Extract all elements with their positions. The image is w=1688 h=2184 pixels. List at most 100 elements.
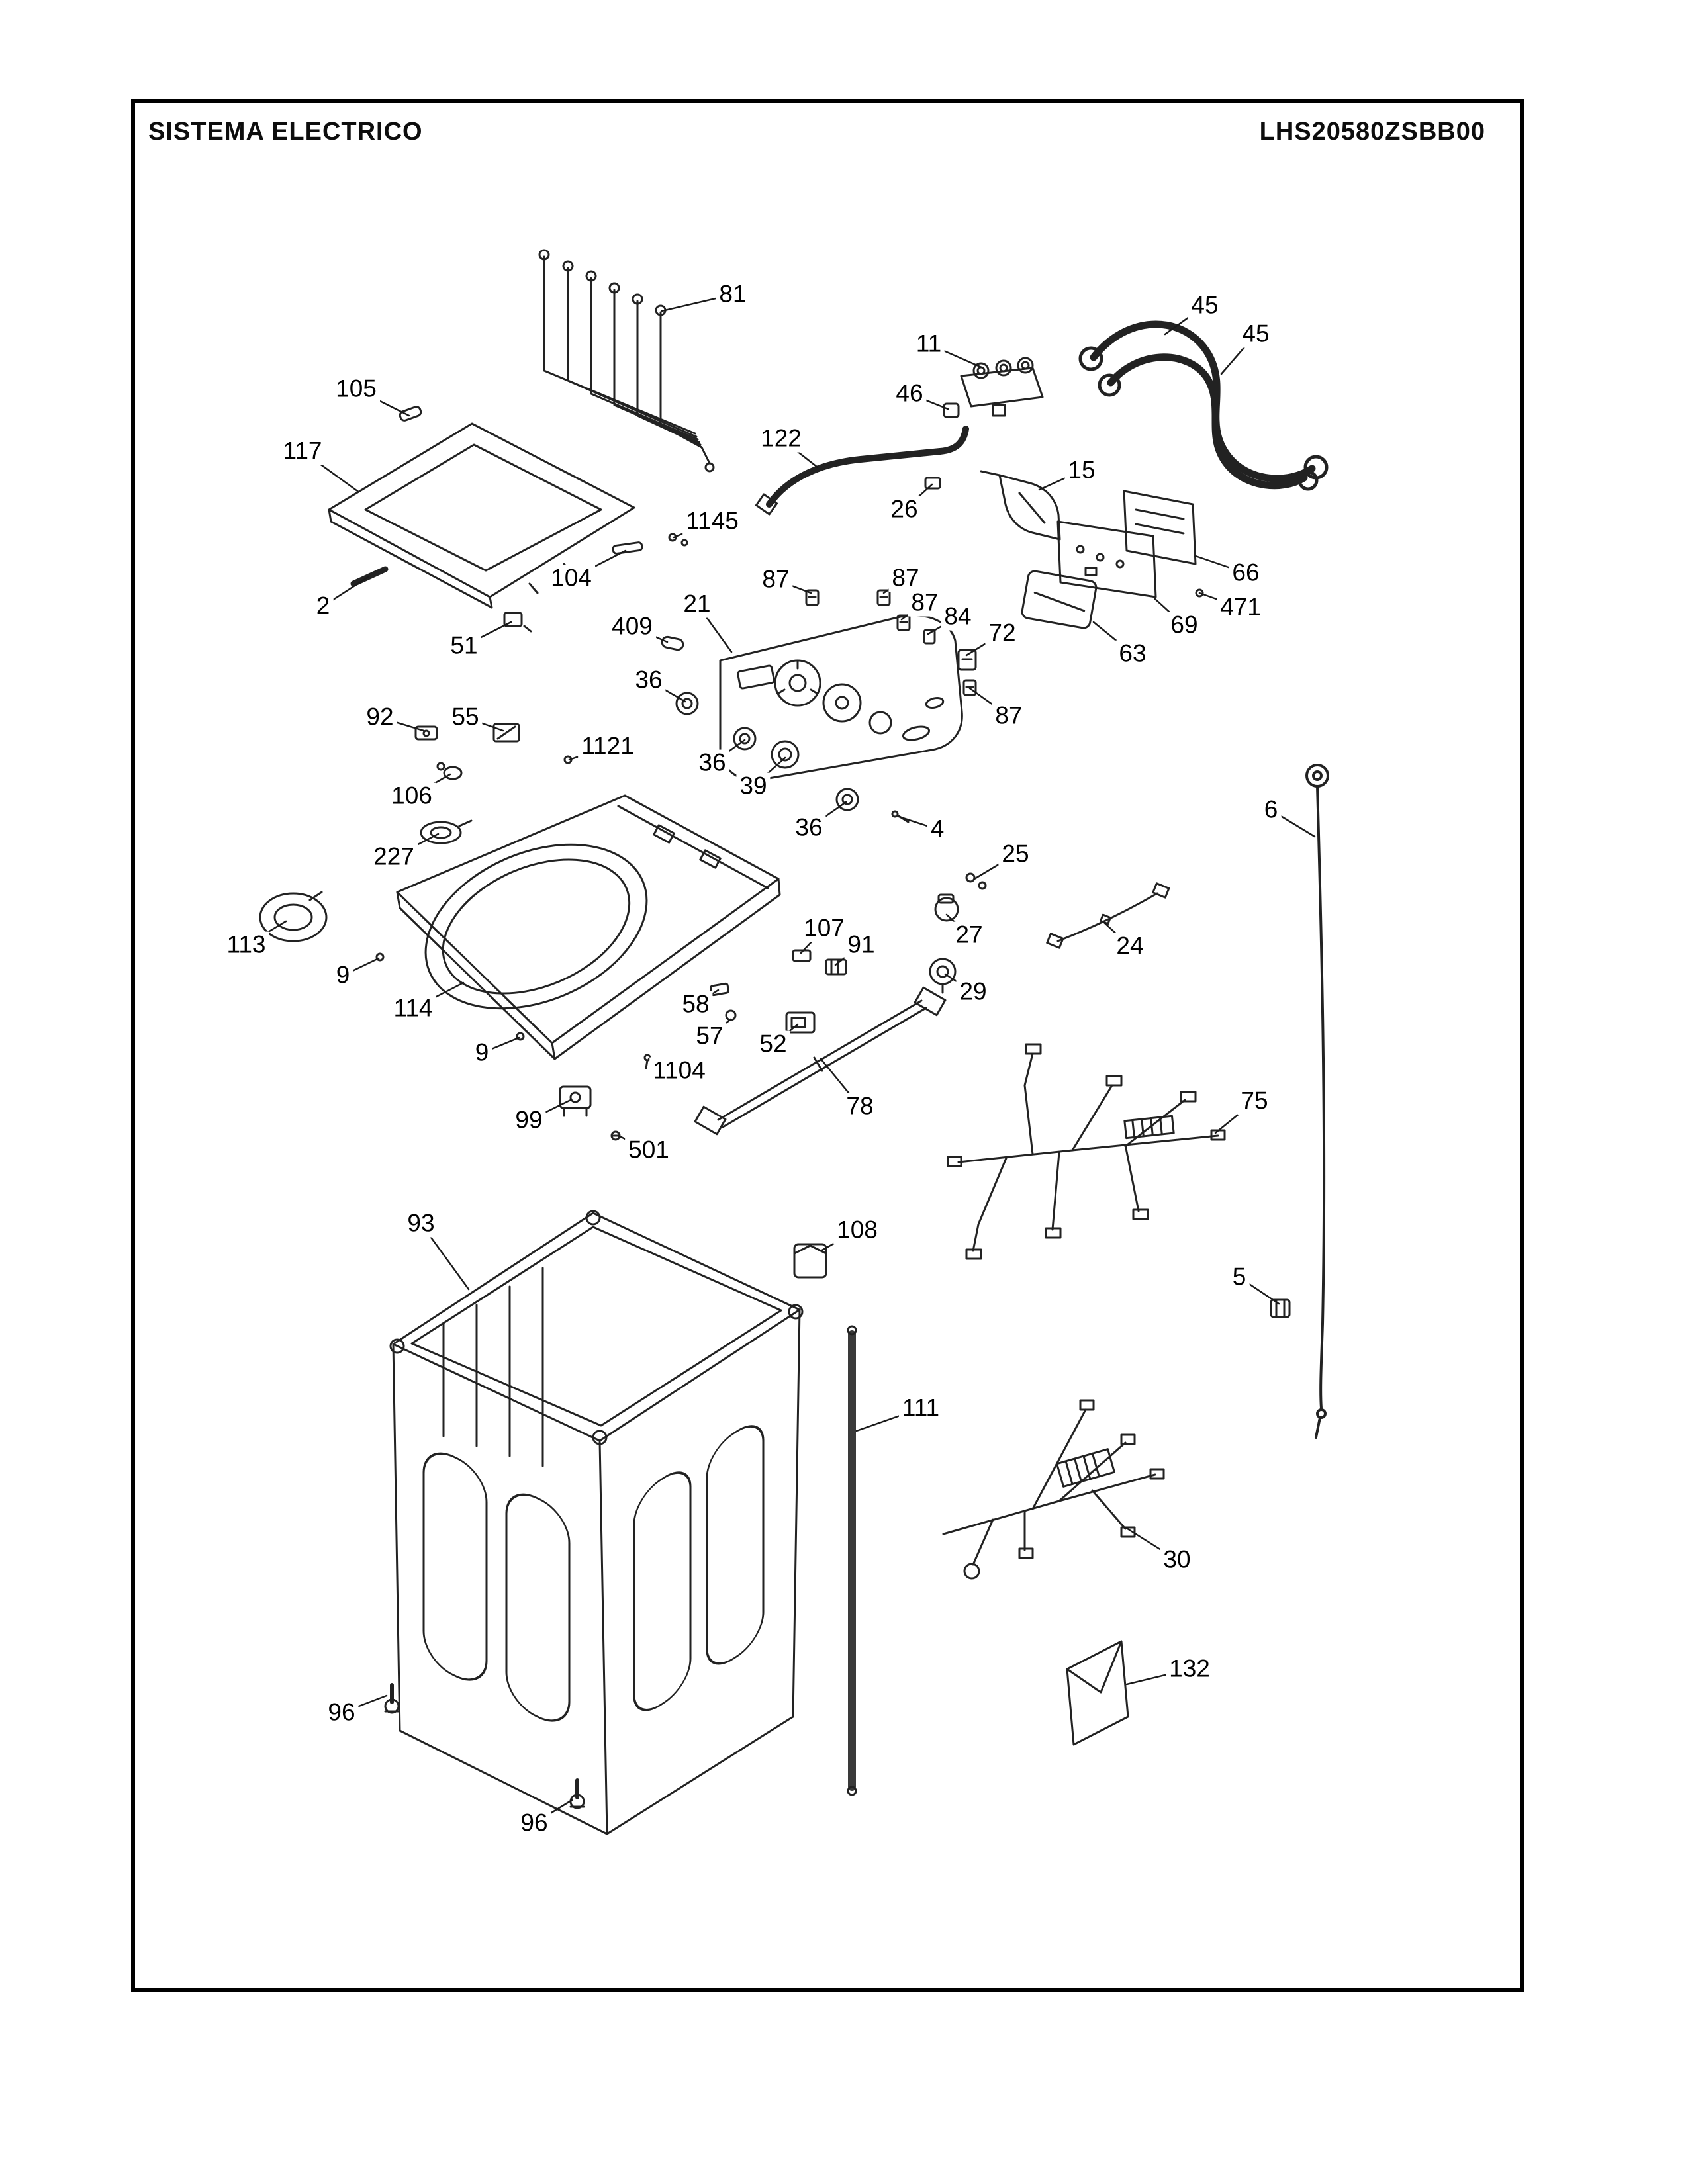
- part-rod-6: [1305, 764, 1329, 1439]
- part-wire-harness-81: [538, 249, 715, 473]
- part-105: [399, 406, 422, 422]
- leader-line-87: [900, 602, 926, 621]
- leader-line-104: [570, 549, 627, 580]
- part-227: [420, 819, 473, 844]
- leader-line-51: [463, 621, 512, 647]
- leader-line-9: [342, 957, 380, 977]
- leader-line-36: [711, 739, 746, 764]
- leader-line-36: [808, 801, 847, 829]
- part-51: [503, 612, 532, 633]
- leader-line-122: [780, 437, 819, 469]
- part-409: [661, 635, 684, 651]
- leader-line-15: [1038, 469, 1083, 491]
- leader-line-111: [855, 1407, 922, 1432]
- leader-line-25: [973, 853, 1017, 880]
- part-2: [350, 566, 389, 587]
- leader-line-6: [1270, 809, 1316, 838]
- leader-line-91: [834, 944, 863, 966]
- part-screw-1104: [643, 1054, 651, 1069]
- leader-line-1145: [673, 520, 714, 539]
- part-harness-75: [947, 1043, 1226, 1260]
- part-foot-96: [569, 1778, 585, 1809]
- leader-line-117: [301, 450, 359, 492]
- leader-line-2: [322, 576, 369, 608]
- part-46: [943, 402, 960, 418]
- part-wire-24: [1046, 882, 1170, 949]
- part-lid-117: [328, 422, 635, 609]
- leader-line-46: [908, 392, 949, 410]
- leader-line-24: [1103, 921, 1131, 948]
- part-document-132: [1066, 1640, 1129, 1746]
- leader-line-36: [647, 679, 686, 703]
- part-25: [965, 872, 987, 890]
- part-27: [934, 893, 959, 922]
- part-rod-111: [847, 1325, 857, 1796]
- part-cabinet-93: [389, 1210, 804, 1835]
- leader-line-501: [617, 1134, 650, 1152]
- leader-line-26: [903, 483, 933, 511]
- part-92: [414, 725, 438, 741]
- part-switch-72: [957, 649, 977, 671]
- leader-line-75: [1214, 1100, 1256, 1134]
- leader-line-107: [800, 927, 825, 954]
- leader-line-113: [245, 920, 287, 946]
- part-top-panel-114: [396, 794, 781, 1060]
- part-control-board-69: [1056, 520, 1157, 598]
- part-bracket-15: [980, 470, 1061, 541]
- part-106: [436, 762, 463, 780]
- part-26: [924, 477, 941, 490]
- part-screw-9: [516, 1032, 525, 1041]
- leader-line-21: [696, 603, 733, 653]
- leader-line-96: [340, 1694, 388, 1714]
- part-58: [709, 982, 730, 997]
- part-clip-5: [1270, 1298, 1291, 1318]
- part-foot-96: [384, 1683, 400, 1714]
- part-bezel-113: [259, 891, 328, 942]
- part-84: [923, 629, 936, 645]
- part-harness-30: [942, 1399, 1165, 1580]
- part-55: [492, 723, 520, 743]
- part-knobs-36: [675, 692, 859, 811]
- leader-line-87: [968, 687, 1010, 717]
- part-99: [559, 1085, 592, 1117]
- part-screw-471: [1195, 588, 1204, 598]
- diagram-title: SISTEMA ELECTRICO: [148, 118, 423, 146]
- leader-line-92: [379, 716, 425, 732]
- leader-line-227: [393, 833, 440, 858]
- leader-line-1121: [568, 745, 609, 761]
- part-control-panel-21: [719, 614, 963, 782]
- part-108: [793, 1243, 827, 1279]
- leader-line-57: [708, 1018, 732, 1038]
- leader-line-39: [752, 756, 786, 788]
- part-bracket-66: [1123, 490, 1197, 565]
- part-91: [825, 958, 847, 976]
- part-clips-87: [805, 589, 977, 696]
- leader-line-9: [481, 1036, 520, 1054]
- leader-line-72: [965, 632, 1004, 657]
- part-29: [929, 958, 957, 994]
- part-box-63: [1021, 570, 1098, 629]
- leader-line-45: [1220, 333, 1257, 375]
- leader-line-66: [1194, 555, 1247, 574]
- leader-line-108: [820, 1229, 859, 1252]
- leader-line-87: [774, 578, 812, 594]
- diagram-border: [131, 99, 1524, 1992]
- leader-lines: [245, 293, 1316, 1825]
- leader-line-93: [420, 1222, 470, 1291]
- leader-line-11: [927, 343, 984, 369]
- leader-line-58: [694, 989, 720, 1006]
- part-104: [612, 541, 643, 555]
- part-harness-78: [694, 986, 947, 1136]
- leader-line-1104: [647, 1058, 680, 1072]
- leader-line-63: [1092, 621, 1134, 655]
- model-part-number: LHS20580ZSBB00: [1259, 118, 1485, 146]
- leader-line-105: [355, 388, 410, 417]
- part-hose-122: [755, 426, 969, 516]
- leader-line-96: [533, 1799, 573, 1825]
- leader-line-81: [661, 293, 734, 312]
- part-knob-39: [771, 740, 800, 769]
- part-water-valve-11: [960, 357, 1044, 417]
- leader-line-87: [882, 577, 907, 594]
